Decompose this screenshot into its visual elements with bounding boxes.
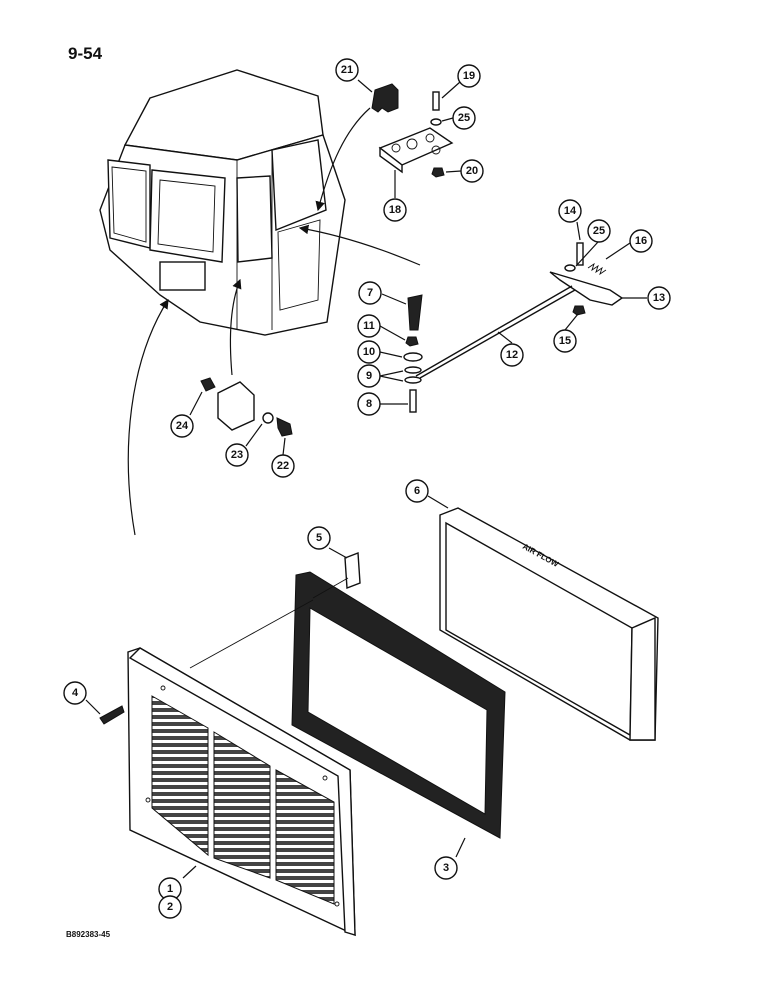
rod-assembly	[403, 242, 624, 413]
callout-15: 15	[553, 329, 577, 353]
latch-assembly	[371, 83, 454, 178]
callout-25: 25	[452, 106, 476, 130]
screw-4	[99, 705, 125, 725]
svg-text:15: 15	[559, 335, 571, 347]
callout-22: 22	[271, 454, 295, 478]
cab	[99, 69, 346, 336]
svg-text:1: 1	[167, 883, 173, 895]
svg-text:4: 4	[72, 687, 79, 699]
figure-code: B892383-45	[66, 930, 111, 939]
arrow-to-latch	[229, 278, 242, 376]
callout-8: 8	[357, 392, 381, 416]
knob-7	[407, 294, 423, 331]
nut-15	[572, 305, 586, 316]
callout-3: 3	[434, 856, 458, 880]
svg-text:11: 11	[363, 320, 375, 332]
clip-5	[344, 552, 361, 589]
callout-6: 6	[405, 479, 429, 503]
nut-20	[431, 167, 445, 178]
knob-21	[371, 83, 399, 113]
callout-19: 19	[457, 64, 481, 88]
gasket-frame	[189, 552, 506, 839]
svg-text:14: 14	[564, 205, 577, 217]
svg-text:10: 10	[363, 346, 375, 358]
grille	[99, 647, 356, 937]
svg-text:8: 8	[366, 398, 372, 410]
callout-23: 23	[225, 443, 249, 467]
callout-18: 18	[383, 198, 407, 222]
callout-2: 2	[158, 895, 182, 919]
callout-14: 14	[558, 199, 582, 223]
svg-text:13: 13	[653, 292, 665, 304]
svg-text:23: 23	[231, 449, 243, 461]
screw-22	[276, 417, 293, 437]
svg-text:16: 16	[635, 235, 647, 247]
svg-text:21: 21	[341, 64, 353, 76]
washer-23	[262, 412, 274, 424]
svg-text:24: 24	[176, 420, 189, 432]
callout-10: 10	[357, 340, 381, 364]
callout-25: 25	[587, 219, 611, 243]
arrow-to-lever	[298, 224, 421, 266]
spring-16	[587, 262, 607, 276]
bolt-14	[576, 242, 584, 266]
callout-12: 12	[500, 343, 524, 367]
washer-25b	[564, 264, 576, 272]
callout-5: 5	[307, 526, 331, 550]
washer-10	[403, 352, 423, 362]
arrow-to-cab-grille	[127, 298, 169, 536]
svg-text:7: 7	[367, 287, 373, 299]
svg-text:25: 25	[593, 225, 605, 237]
callout-9: 9	[357, 364, 381, 388]
svg-text:20: 20	[466, 165, 478, 177]
striker-bracket	[200, 377, 293, 437]
callout-7: 7	[358, 281, 382, 305]
bolt-8	[409, 389, 417, 413]
callout-4: 4	[63, 681, 87, 705]
svg-text:19: 19	[463, 70, 475, 82]
leaders	[85, 79, 647, 879]
callout-16: 16	[629, 229, 653, 253]
svg-text:5: 5	[316, 532, 322, 544]
svg-text:22: 22	[277, 460, 289, 472]
washer-25a	[430, 118, 442, 126]
callout-11: 11	[357, 314, 381, 338]
callout-20: 20	[460, 159, 484, 183]
nut-11	[405, 336, 419, 347]
callout-13: 13	[647, 286, 671, 310]
nut-24	[200, 377, 216, 392]
svg-text:12: 12	[506, 349, 518, 361]
svg-text:18: 18	[389, 204, 401, 216]
callout-21: 21	[335, 58, 359, 82]
washer-9	[404, 376, 422, 384]
svg-text:25: 25	[458, 112, 470, 124]
arrow-to-plate	[315, 107, 371, 212]
svg-text:3: 3	[443, 862, 449, 874]
page-number: 9-54	[68, 44, 103, 63]
svg-text:9: 9	[366, 370, 372, 382]
callout-24: 24	[170, 414, 194, 438]
screw-19	[432, 91, 440, 111]
svg-text:2: 2	[167, 901, 173, 913]
svg-text:6: 6	[414, 485, 420, 497]
